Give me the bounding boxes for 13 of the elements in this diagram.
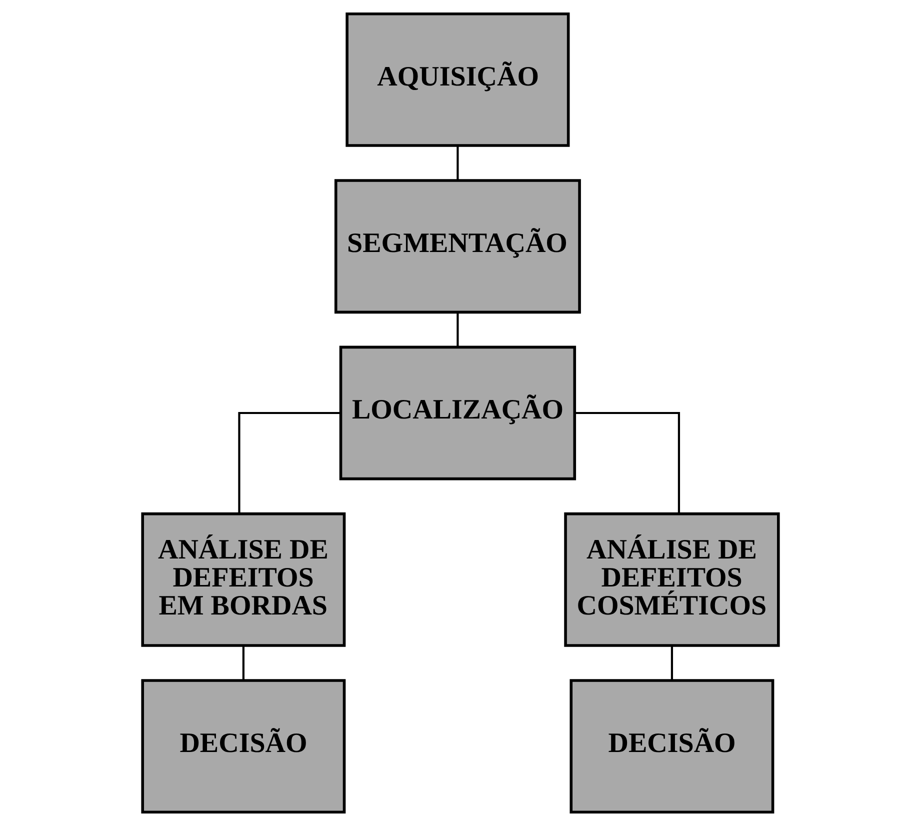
node-box: DECISÃO [140, 679, 346, 814]
node-box: AQUISIÇÃO [345, 12, 570, 147]
node-box: LOCALIZAÇÃO [338, 346, 576, 480]
connector [238, 412, 340, 514]
node-box: ANÁLISE DE DEFEITOS COSMÉTICOS [564, 512, 780, 647]
connector [670, 646, 673, 680]
connector [456, 146, 458, 180]
node-box: DECISÃO [569, 679, 774, 814]
connector [456, 312, 458, 348]
node-box: ANÁLISE DE DEFEITOS EM BORDAS [140, 512, 346, 647]
node-box: SEGMENTAÇÃO [334, 179, 580, 314]
connector [242, 646, 244, 680]
connector [574, 412, 680, 514]
